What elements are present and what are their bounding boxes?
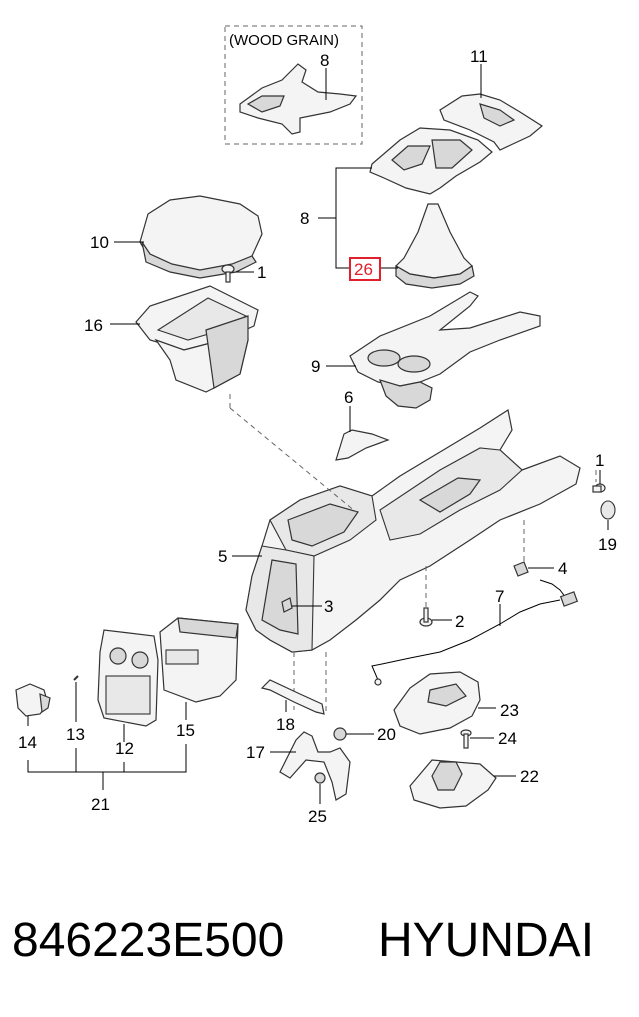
callout-6: 6 xyxy=(344,388,353,407)
part-26-shift-boot xyxy=(395,203,475,289)
callout-2: 2 xyxy=(455,612,464,631)
callout-14: 14 xyxy=(18,733,37,752)
callout-3: 3 xyxy=(324,597,333,616)
callout-5: 5 xyxy=(218,547,227,566)
callout-17: 17 xyxy=(246,743,265,762)
part-15-storage-tray xyxy=(159,617,239,703)
callout-24: 24 xyxy=(498,729,517,748)
callout-9: 9 xyxy=(311,357,320,376)
part-14-switch xyxy=(15,683,51,717)
part-17-mount-bracket xyxy=(279,731,351,801)
part-2-bolt xyxy=(419,607,433,627)
part-1-screw-top xyxy=(221,264,235,283)
part-25-nut xyxy=(314,772,326,784)
callout-22: 22 xyxy=(520,767,539,786)
part-13-screw xyxy=(73,675,79,681)
part-8-wood-grain-trim xyxy=(239,63,358,135)
part-5-console-body xyxy=(245,409,581,653)
part-4-nut-plate xyxy=(513,561,529,577)
part-8-shift-panel xyxy=(369,127,493,195)
footer: 846223E500 HYUNDAI xyxy=(0,900,639,980)
part-16-storage-box xyxy=(135,285,259,393)
part-number: 846223E500 xyxy=(12,913,285,967)
callout-10: 10 xyxy=(90,233,109,252)
parts-diagram: (WOOD GRAIN) 8 11 8 26 10 1 xyxy=(15,25,617,826)
callout-15: 15 xyxy=(176,721,195,740)
part-20-nut xyxy=(333,727,347,741)
callout-11: 11 xyxy=(470,47,488,66)
callout-16: 16 xyxy=(84,316,103,335)
callout-25: 25 xyxy=(308,807,327,826)
part-10-armrest-lid xyxy=(139,195,263,279)
wood-grain-box xyxy=(224,25,363,145)
part-19-cap xyxy=(600,500,616,520)
callout-26: 26 xyxy=(354,260,373,279)
callout-23: 23 xyxy=(500,701,519,720)
callout-19: 19 xyxy=(598,535,617,554)
part-11-console-bracket xyxy=(439,93,544,151)
callout-13: 13 xyxy=(66,725,85,744)
callout-26-highlight xyxy=(349,257,381,281)
part-18-bracket xyxy=(260,679,325,715)
callout-21: 21 xyxy=(91,795,110,814)
brand-name: HYUNDAI xyxy=(378,913,595,967)
part-22-shifter-assembly xyxy=(409,759,497,809)
callout-7: 7 xyxy=(495,587,504,606)
wood-grain-label: (WOOD GRAIN) xyxy=(229,32,339,49)
callout-18: 18 xyxy=(276,715,295,734)
part-24-bolt xyxy=(460,729,472,749)
part-9-console-trim xyxy=(349,291,541,409)
part-7-cable xyxy=(371,579,579,686)
callout-4: 4 xyxy=(558,559,567,578)
part-6-trim-piece xyxy=(335,429,390,461)
part-23-shifter-cover xyxy=(393,671,481,735)
part-3-clip xyxy=(281,597,293,613)
callout-1-top: 1 xyxy=(257,263,266,282)
callout-1-right: 1 xyxy=(595,451,604,470)
callout-20: 20 xyxy=(377,725,396,744)
part-1-screw-right xyxy=(592,483,606,493)
part-12-lower-panel xyxy=(97,629,159,727)
callout-8-mid: 8 xyxy=(300,209,309,228)
callout-8-top: 8 xyxy=(320,51,329,70)
callout-12: 12 xyxy=(115,739,134,758)
